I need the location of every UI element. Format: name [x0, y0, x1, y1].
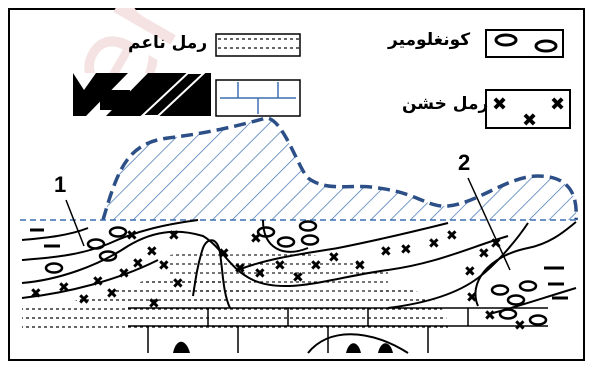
svg-text:✖: ✖ [78, 292, 90, 308]
svg-text:✖: ✖ [158, 258, 170, 274]
svg-text:✖: ✖ [146, 244, 158, 260]
svg-text:✖: ✖ [514, 318, 526, 334]
svg-text:✖: ✖ [484, 308, 496, 324]
svg-text:✖: ✖ [92, 274, 104, 290]
svg-text:✖: ✖ [328, 250, 340, 266]
legend-black-symbol [73, 72, 211, 117]
geology-cross-section: enos ✖ ✖ ✖ [8, 0, 585, 361]
svg-text:✖: ✖ [250, 231, 262, 247]
svg-text:✖: ✖ [30, 286, 42, 302]
svg-text:✖: ✖ [118, 266, 130, 282]
svg-text:✖: ✖ [310, 258, 322, 274]
svg-text:✖: ✖ [428, 236, 440, 252]
conglomerate-pebbles [44, 220, 548, 326]
svg-text:✖: ✖ [466, 290, 478, 306]
svg-text:✖: ✖ [148, 296, 160, 312]
legend-conglomerate-label: كونغلومير [388, 30, 471, 50]
bedrock-layer [128, 307, 548, 353]
svg-text:✖: ✖ [492, 94, 507, 115]
marker-1: 1 [54, 172, 67, 197]
svg-text:✖: ✖ [354, 258, 366, 274]
svg-text:✖: ✖ [292, 270, 304, 286]
legend-fine-sand-label: رمل ناعم [128, 33, 208, 53]
diagram-frame: enos ✖ ✖ ✖ [8, 0, 585, 361]
svg-text:✖: ✖ [490, 236, 502, 252]
marker-2-leader [467, 177, 511, 271]
legend-coarse-sand-symbol: ✖ ✖ ✖ [485, 89, 571, 131]
svg-text:✖: ✖ [168, 228, 180, 244]
svg-text:✖: ✖ [550, 94, 565, 115]
svg-text:✖: ✖ [132, 256, 144, 272]
svg-text:✖: ✖ [126, 228, 138, 244]
svg-text:✖: ✖ [522, 110, 537, 131]
svg-text:✖: ✖ [400, 242, 412, 258]
svg-text:✖: ✖ [254, 266, 266, 282]
clay-dashes [30, 228, 568, 300]
svg-text:✖: ✖ [106, 286, 118, 302]
legend-conglomerate-symbol [485, 29, 564, 58]
coarse-sand-crosses: ✖✖✖ ✖✖✖ ✖✖✖ ✖✖✖ ✖✖✖ ✖✖✖ ✖✖✖ ✖✖✖ ✖✖✖ ✖✖✖ … [30, 228, 526, 334]
marker-2: 2 [458, 150, 471, 175]
svg-text:✖: ✖ [464, 264, 476, 280]
legend-fine-sand-symbol [215, 33, 301, 57]
svg-text:✖: ✖ [218, 246, 230, 262]
fine-sand-lens [158, 251, 388, 300]
hatched-deposit-outline [101, 116, 578, 221]
svg-text:✖: ✖ [446, 228, 458, 244]
svg-text:✖: ✖ [274, 258, 286, 274]
svg-text:✖: ✖ [58, 280, 70, 296]
marker-1-leader [65, 199, 85, 247]
hatched-deposit [103, 118, 577, 220]
svg-text:✖: ✖ [478, 246, 490, 262]
svg-text:✖: ✖ [172, 276, 184, 292]
fine-sand-layer [22, 274, 448, 328]
svg-text:✖: ✖ [234, 261, 246, 277]
svg-text:✖: ✖ [380, 244, 392, 260]
outer-border [8, 8, 585, 361]
legend-coarse-sand-label: رمل خشن [402, 94, 489, 114]
legend-bedrock-symbol [215, 79, 301, 117]
bedrock-triangles [173, 341, 393, 353]
bedrock-arc [307, 333, 409, 354]
